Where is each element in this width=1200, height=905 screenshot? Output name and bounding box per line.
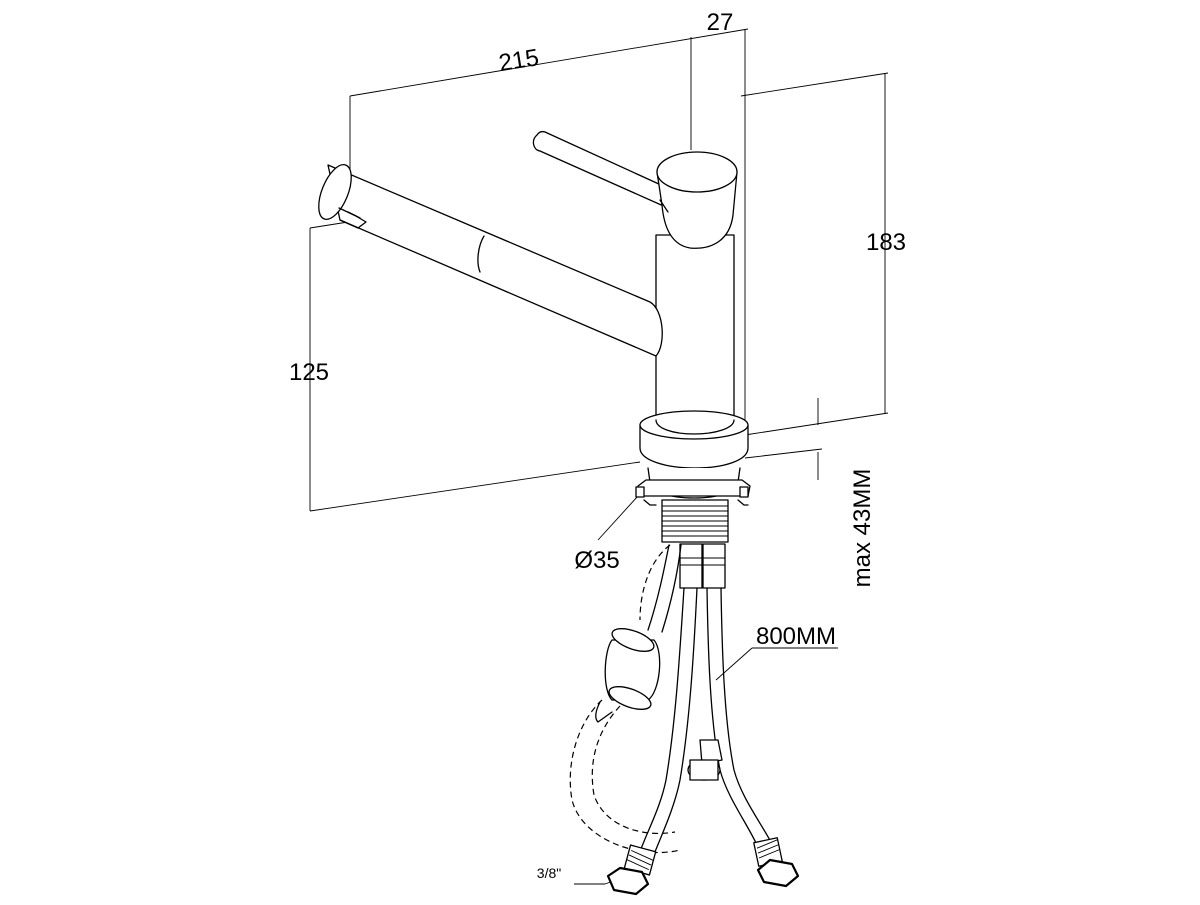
body-diameter-label: 27 bbox=[707, 9, 734, 36]
hole-diameter-label: Ø35 bbox=[574, 547, 619, 574]
hose-weight bbox=[595, 628, 661, 723]
connection-size-label: 3/8" bbox=[537, 865, 561, 881]
faucet-body bbox=[655, 234, 735, 436]
left-connection-nut bbox=[606, 844, 657, 896]
spout bbox=[318, 164, 663, 357]
base-flange bbox=[639, 410, 749, 469]
handle-cap bbox=[656, 151, 738, 249]
hose-length-label: 800MM bbox=[756, 623, 836, 650]
spout-height-label: 125 bbox=[289, 359, 329, 386]
max-deck-thickness-label: max 43MM bbox=[849, 469, 876, 588]
handle-lever bbox=[532, 130, 673, 209]
supply-hoses bbox=[569, 543, 776, 863]
right-connection-nut bbox=[753, 837, 800, 888]
total-height-label: 183 bbox=[866, 229, 906, 256]
threaded-mount bbox=[635, 467, 751, 543]
spout-length-label: 215 bbox=[497, 44, 541, 77]
